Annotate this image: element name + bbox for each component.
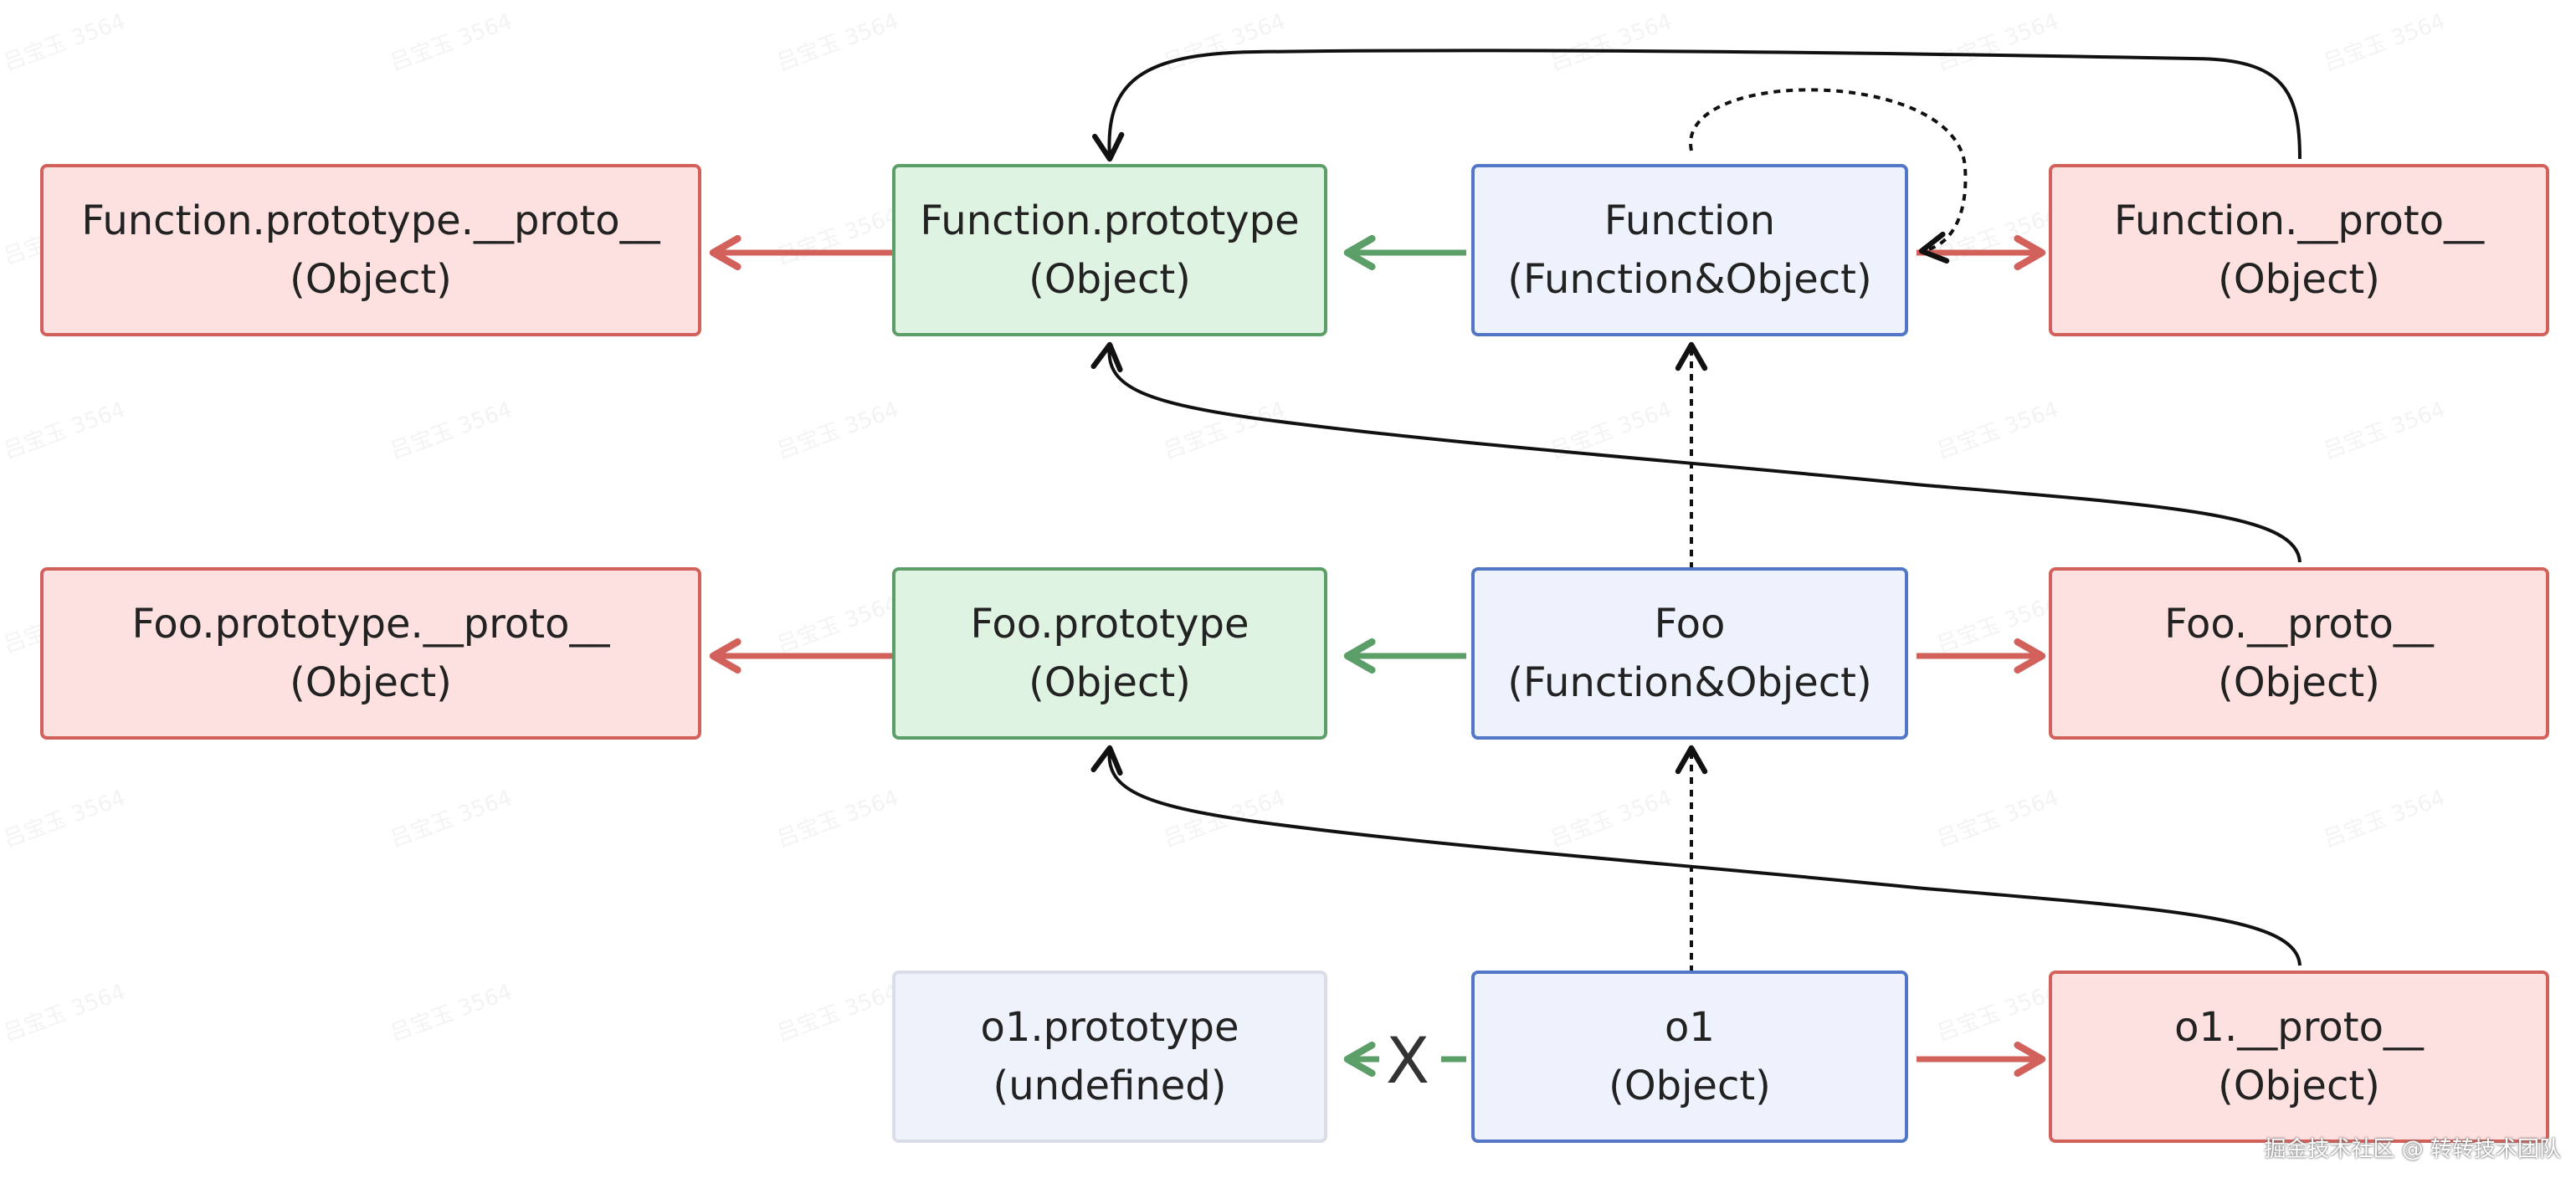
node-title: Foo.prototype [970, 601, 1250, 648]
node-function: Function (Function&Object) [1471, 164, 1908, 336]
node-type: (Object) [2218, 256, 2380, 303]
node-type: (Object) [1029, 256, 1191, 303]
node-type: (Object) [290, 256, 452, 303]
node-type: (undefined) [993, 1063, 1227, 1109]
node-title: Function.prototype.__proto__ [81, 197, 660, 244]
footer-credit: 掘金技术社区 @ 转转技术团队 [2264, 1137, 2561, 1162]
node-type: (Function&Object) [1507, 659, 1872, 706]
node-title: Foo [1654, 601, 1726, 648]
node-foo-dunder-proto: Foo.__proto__ (Object) [2049, 567, 2549, 740]
node-title: o1.prototype [980, 1004, 1239, 1051]
node-title: Foo.__proto__ [2164, 601, 2434, 648]
node-function-prototype-proto-proto: Function.prototype.__proto__ (Object) [40, 164, 701, 336]
node-title: Function.prototype [920, 197, 1300, 244]
node-type: (Object) [2218, 659, 2380, 706]
node-o1-dunder-proto: o1.__proto__ (Object) [2049, 971, 2549, 1143]
node-type: (Function&Object) [1507, 256, 1872, 303]
node-o1-prototype: o1.prototype (undefined) [892, 971, 1327, 1143]
node-title: o1.__proto__ [2174, 1004, 2424, 1051]
node-type: (Object) [290, 659, 452, 706]
node-foo-prototype-proto-proto: Foo.prototype.__proto__ (Object) [40, 567, 701, 740]
node-title: o1 [1665, 1004, 1715, 1051]
node-foo: Foo (Function&Object) [1471, 567, 1908, 740]
node-type: (Object) [2218, 1063, 2380, 1109]
node-title: Function [1604, 197, 1776, 244]
node-foo-prototype: Foo.prototype (Object) [892, 567, 1327, 740]
node-function-dunder-proto: Function.__proto__ (Object) [2049, 164, 2549, 336]
node-title: Foo.prototype.__proto__ [131, 601, 610, 648]
edge-foo-dunder-to-function-prototype [1090, 341, 2301, 563]
no-prototype-x-mark: X [1386, 1023, 1430, 1098]
node-o1: o1 (Object) [1471, 971, 1908, 1143]
node-function-prototype: Function.prototype (Object) [892, 164, 1327, 336]
node-type: (Object) [1029, 659, 1191, 706]
node-title: Function.__proto__ [2113, 197, 2485, 244]
edge-o1-dunder-to-foo-prototype [1090, 745, 2301, 966]
node-type: (Object) [1609, 1063, 1771, 1109]
edge-function-dunder-to-function-prototype [1091, 49, 2301, 162]
